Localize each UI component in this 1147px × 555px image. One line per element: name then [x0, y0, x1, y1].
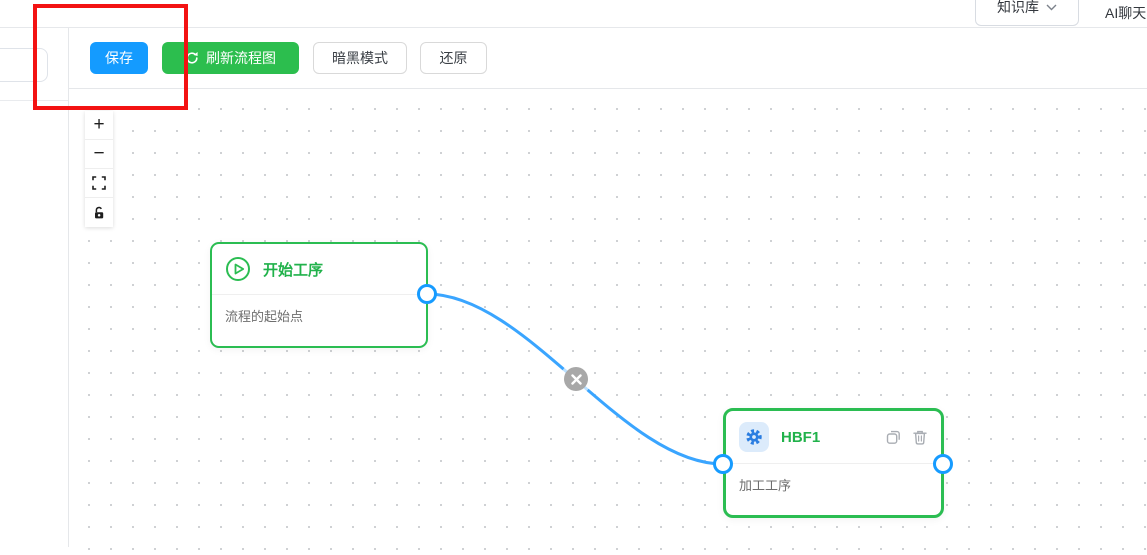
- canvas-controls: + −: [85, 111, 113, 227]
- start-node-source-handle[interactable]: [417, 284, 437, 304]
- canvas-top-border: [68, 88, 1147, 89]
- delete-node-button[interactable]: [912, 429, 928, 446]
- node-start-step[interactable]: 开始工序 流程的起始点: [210, 242, 428, 348]
- fit-view-icon: [92, 176, 106, 190]
- node-title: 开始工序: [263, 261, 324, 279]
- copy-node-button[interactable]: [885, 429, 902, 446]
- flow-toolbar: 保存 刷新流程图 暗黑模式 还原: [69, 28, 1147, 88]
- hbf1-node-source-handle[interactable]: [933, 454, 953, 474]
- ai-chat-link[interactable]: AI聊天: [1105, 5, 1147, 21]
- node-actions: [885, 429, 928, 446]
- dark-mode-button[interactable]: 暗黑模式: [313, 42, 407, 74]
- play-circle-icon: [226, 257, 250, 281]
- save-button[interactable]: 保存: [90, 42, 148, 74]
- close-icon: [570, 373, 582, 385]
- gear-icon: [746, 429, 762, 445]
- lock-toggle-button[interactable]: [85, 198, 113, 227]
- refresh-flowchart-button[interactable]: 刷新流程图: [162, 42, 299, 74]
- save-button-label: 保存: [105, 50, 133, 66]
- refresh-button-label: 刷新流程图: [206, 50, 276, 66]
- zoom-out-button[interactable]: −: [85, 140, 113, 169]
- unlock-icon: [95, 206, 104, 218]
- dark-mode-button-label: 暗黑模式: [332, 50, 388, 66]
- top-bar: 知识库 AI聊天: [0, 0, 1147, 28]
- copy-icon: [886, 430, 900, 444]
- sidebar-input-partial[interactable]: [0, 48, 48, 82]
- node-hbf1[interactable]: HBF1 加工工序: [723, 408, 944, 518]
- zoom-in-button[interactable]: +: [85, 111, 113, 140]
- canvas-left-border: [68, 28, 69, 547]
- fit-view-button[interactable]: [85, 169, 113, 198]
- sidebar-divider: [0, 100, 68, 101]
- restore-button-label: 还原: [439, 50, 468, 66]
- edge-delete-button[interactable]: [564, 367, 588, 391]
- node-subtitle: 加工工序: [739, 478, 792, 493]
- node-subtitle: 流程的起始点: [225, 309, 304, 324]
- zoom-in-icon: +: [93, 114, 105, 135]
- gear-chip: [739, 422, 769, 452]
- node-title: HBF1: [781, 428, 821, 446]
- knowledge-base-label: 知识库: [997, 0, 1039, 15]
- refresh-icon: [186, 52, 198, 64]
- restore-button[interactable]: 还原: [420, 42, 487, 74]
- hbf1-node-target-handle[interactable]: [713, 454, 733, 474]
- knowledge-base-dropdown[interactable]: 知识库: [975, 0, 1079, 26]
- node-hbf1-header: HBF1: [726, 411, 941, 464]
- trash-icon: [913, 430, 927, 445]
- chevron-down-icon: [1046, 4, 1057, 10]
- node-start-header: 开始工序: [212, 244, 426, 295]
- zoom-out-icon: −: [93, 143, 105, 164]
